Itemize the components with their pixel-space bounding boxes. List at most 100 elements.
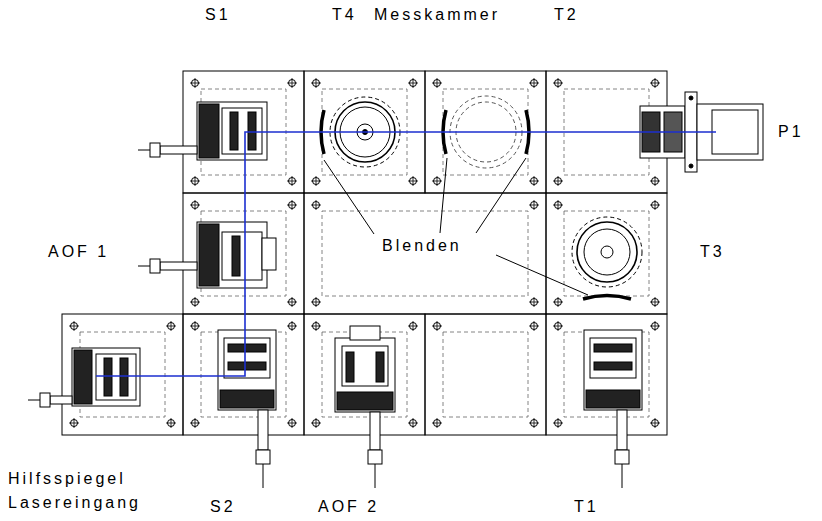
mount-section [228, 362, 266, 370]
screw [287, 418, 297, 428]
screw [287, 78, 297, 88]
screw [553, 418, 563, 428]
screw [190, 200, 200, 210]
leader-line [476, 158, 526, 233]
mount-section [199, 224, 219, 286]
screw [432, 418, 442, 428]
screw [408, 321, 418, 331]
mount-body [335, 338, 395, 412]
screw [311, 200, 321, 210]
mirror-mount [138, 102, 267, 160]
screw [190, 418, 200, 428]
mount-insert [222, 232, 262, 280]
part-label: Blenden [382, 237, 462, 255]
part-label: S2 [210, 498, 236, 516]
mount-section [248, 112, 256, 150]
micrometer [28, 400, 40, 401]
screw [311, 176, 321, 186]
mount-body [72, 348, 140, 406]
screw [553, 297, 563, 307]
screw [287, 176, 297, 186]
micrometer [370, 412, 380, 450]
mount-section [120, 358, 128, 396]
mount-section [232, 236, 240, 276]
screw [650, 418, 660, 428]
screw [553, 78, 563, 88]
screw [650, 176, 660, 186]
screw [553, 321, 563, 331]
micrometer [40, 393, 50, 407]
micrometer [375, 464, 376, 488]
leader-line [324, 160, 374, 234]
mount-section [230, 112, 238, 150]
micrometer [150, 143, 160, 157]
screw [190, 321, 200, 331]
leader-line [440, 158, 447, 233]
part-label: T4 [332, 6, 357, 24]
leader-lines [324, 158, 588, 295]
mount-insert [342, 346, 388, 386]
modulator-mount [138, 222, 276, 288]
mirror-mount [218, 330, 276, 488]
screw [408, 418, 418, 428]
part-label: S1 [205, 6, 231, 24]
flange-bolt [689, 164, 693, 168]
screw [287, 200, 297, 210]
screw [650, 321, 660, 331]
target-holder [572, 217, 642, 287]
base-plates [62, 71, 667, 435]
screw [432, 321, 442, 331]
mount-section [104, 358, 112, 396]
base-plate [546, 314, 667, 435]
screw [190, 78, 200, 88]
hidden-outline [322, 211, 528, 296]
screw [650, 297, 660, 307]
hidden-outline [564, 332, 649, 417]
mount-insert [222, 108, 262, 154]
mount-section [220, 390, 274, 408]
hidden-outline [322, 332, 407, 417]
screw [650, 78, 660, 88]
screw [408, 176, 418, 186]
micrometer [50, 396, 72, 404]
part-label: AOF 1 [48, 243, 109, 261]
screw [553, 176, 563, 186]
mount-body [197, 102, 267, 160]
mount-section [594, 362, 632, 370]
part-label: AOF 2 [318, 498, 379, 516]
micrometer [150, 259, 160, 273]
screw [69, 418, 79, 428]
part-label: T3 [700, 243, 725, 261]
mount-section [199, 104, 219, 158]
screw [408, 78, 418, 88]
micrometer [368, 450, 382, 464]
aperture [583, 296, 631, 300]
micrometer [622, 464, 623, 488]
screw [69, 321, 79, 331]
part-label: Hilfsspiegel [8, 470, 126, 488]
micrometer [256, 450, 270, 464]
part-label: T1 [574, 498, 599, 516]
screw [311, 78, 321, 88]
apertures [321, 110, 631, 299]
mirror-mount [584, 330, 642, 488]
hidden-outline [564, 211, 649, 296]
hidden-outlines [80, 89, 649, 417]
screw [529, 78, 539, 88]
detector-housing [712, 110, 758, 154]
hidden-outline [443, 332, 528, 417]
screw [190, 176, 200, 186]
screw [311, 297, 321, 307]
mirror-mount [28, 348, 140, 407]
screw [190, 297, 200, 307]
micrometer [258, 410, 268, 450]
target-ring [601, 246, 613, 258]
micrometer [160, 262, 197, 270]
part-label: T2 [554, 6, 579, 24]
mount-body [197, 222, 267, 288]
laser-beam [96, 132, 716, 376]
mount-section [74, 350, 92, 404]
base-plate [62, 314, 183, 435]
screw [287, 297, 297, 307]
